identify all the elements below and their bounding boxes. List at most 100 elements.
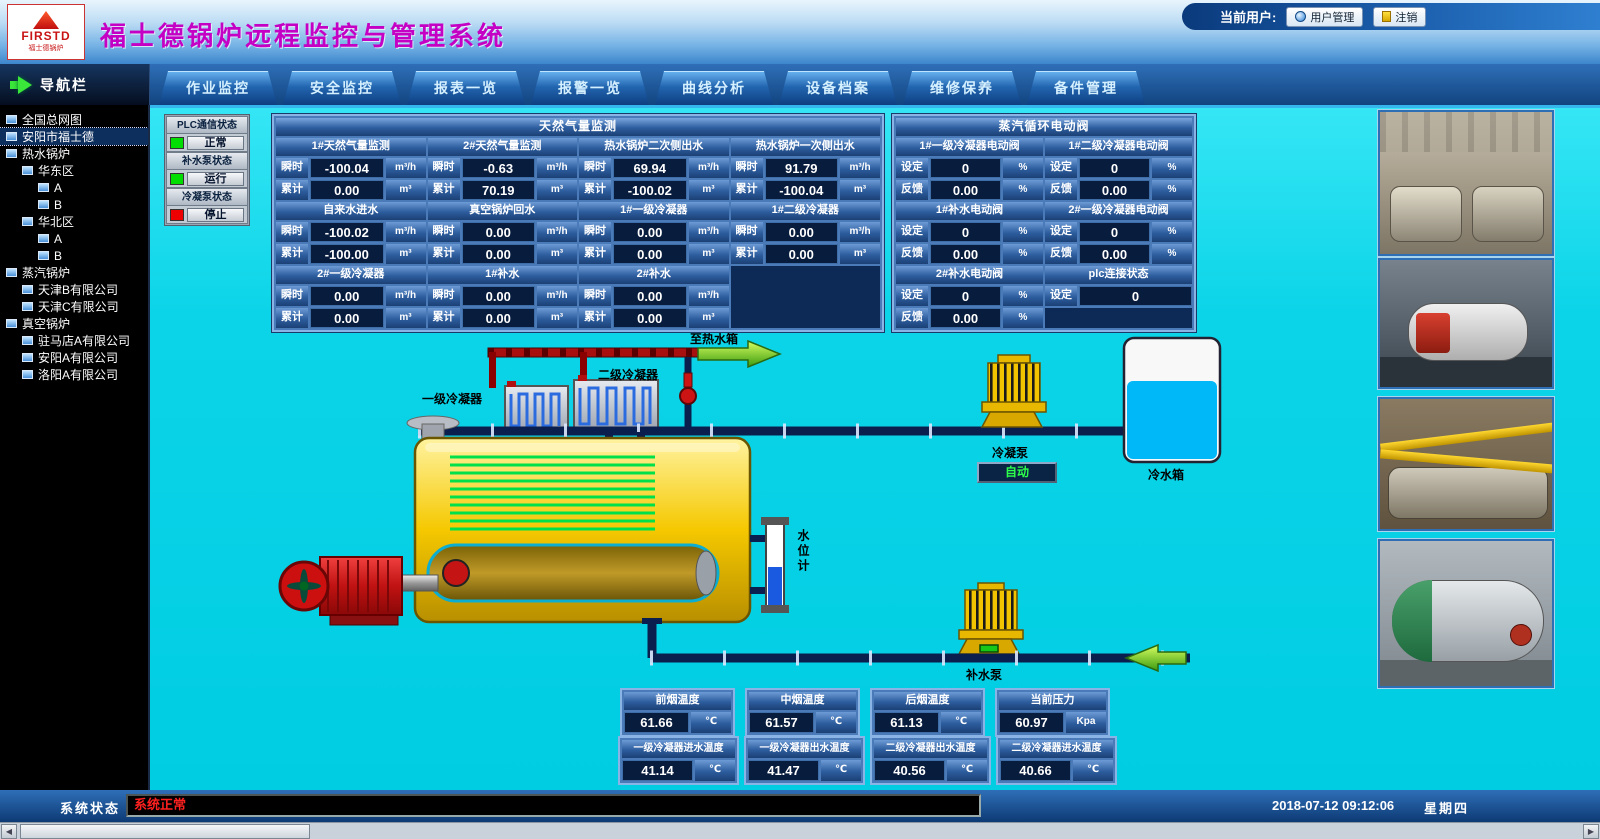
scrollbar-thumb[interactable] — [20, 824, 310, 839]
tree-node-icon — [38, 200, 49, 209]
tree-item-anyang-fushide[interactable]: 安阳市福士德 — [0, 127, 148, 146]
tree-node-icon — [38, 183, 49, 192]
tab-alarm-list[interactable]: 报警一览 — [531, 71, 649, 105]
valve-set-value[interactable]: 0 — [1079, 158, 1150, 178]
tab-equipment-archive[interactable]: 设备档案 — [779, 71, 897, 105]
metric-value: 41.14 — [622, 760, 693, 781]
boiler-vessel — [406, 415, 752, 624]
meter-total-value: 0.00 — [764, 244, 838, 264]
tree-node-icon — [38, 251, 49, 260]
label-cold-water-tank: 冷水箱 — [1148, 468, 1185, 482]
tree-item-north-china[interactable]: 华北区 — [0, 213, 148, 230]
tree-item-luoyang-a[interactable]: 洛阳A有限公司 — [0, 366, 148, 383]
logo-text: FIRSTD — [21, 29, 71, 43]
scroll-left-button[interactable]: ◀ — [1, 824, 17, 839]
meter-instant-value: 0.00 — [764, 222, 838, 242]
metric-value: 40.56 — [874, 760, 945, 781]
logo-caption: 福士德锅炉 — [28, 45, 64, 52]
panel-filler — [1045, 308, 1192, 328]
tree-item-east-china[interactable]: 华东区 — [0, 162, 148, 179]
metric-mid-smoke-temp: 中烟温度 61.57℃ — [745, 688, 860, 737]
plant-diagram — [278, 336, 1222, 673]
tree-item-anyang-a[interactable]: 安阳A有限公司 — [0, 349, 148, 366]
meter-total-value: -100.02 — [613, 180, 687, 200]
makeup-pump-status-row: 运行 — [166, 170, 248, 188]
logout-label: 注销 — [1395, 11, 1418, 24]
tree-item-east-a[interactable]: A — [0, 179, 148, 196]
tab-report-list[interactable]: 报表一览 — [407, 71, 525, 105]
plc-comm-status-label: PLC通信状态 — [166, 116, 248, 134]
meter-instant-value: -0.63 — [461, 158, 535, 178]
valve-set-value[interactable]: 0 — [930, 158, 1001, 178]
condensate-pump-auto-button[interactable]: 自动 — [977, 462, 1057, 483]
tab-operation-monitor[interactable]: 作业监控 — [159, 71, 277, 105]
condenser-1-unit — [504, 381, 569, 435]
metric-condenser2-inlet-temp: 二级冷凝器进水温度 40.66℃ — [996, 736, 1117, 785]
tab-curve-analysis[interactable]: 曲线分析 — [655, 71, 773, 105]
logout-button[interactable]: 注销 — [1373, 6, 1427, 27]
tree-node-icon — [22, 302, 33, 311]
tree-item-zhumadian-a[interactable]: 驻马店A有限公司 — [0, 332, 148, 349]
tabs: 作业监控 安全监控 报表一览 报警一览 曲线分析 设备档案 维修保养 备件管理 — [150, 64, 1600, 105]
tab-spare-parts[interactable]: 备件管理 — [1027, 71, 1145, 105]
sidebar-title: 导航栏 — [40, 76, 88, 93]
meter-total-value: -100.00 — [310, 244, 384, 264]
tree-item-north-a[interactable]: A — [0, 230, 148, 247]
tree-item-tianjin-c[interactable]: 天津C有限公司 — [0, 298, 148, 315]
makeup-pipe — [642, 618, 1190, 666]
user-management-button[interactable]: 用户管理 — [1286, 6, 1364, 27]
meter-total-value: 0.00 — [461, 308, 535, 328]
system-status-label: 系统状态 — [60, 801, 121, 816]
horizontal-scrollbar[interactable]: ◀ ▶ — [0, 822, 1600, 839]
page-title: 福士德锅炉远程监控与管理系统 — [100, 21, 507, 51]
tab-bar: 导航栏 作业监控 安全监控 报表一览 报警一览 曲线分析 设备档案 维修保养 备… — [0, 64, 1600, 105]
nav-arrow-icon — [10, 80, 20, 89]
meter-instant-value: 69.94 — [613, 158, 687, 178]
makeup-pump-status-value[interactable]: 运行 — [187, 171, 244, 186]
condensate-pump-status-value[interactable]: 停止 — [187, 207, 244, 222]
flame-icon — [33, 11, 59, 29]
plc-comm-status-value[interactable]: 正常 — [187, 135, 244, 150]
user-band: 当前用户: 用户管理 注销 — [1182, 3, 1600, 30]
globe-icon — [1295, 11, 1307, 22]
meter-total-value: 0.00 — [461, 244, 535, 264]
tab-safety-monitor[interactable]: 安全监控 — [283, 71, 401, 105]
system-status-message: 系统正常 — [126, 794, 981, 817]
tree-node-icon — [6, 149, 17, 158]
water-level-gauge — [750, 517, 789, 613]
tree-node-icon — [22, 217, 33, 226]
meter-instant-value: 0.00 — [461, 222, 535, 242]
tree-item-east-b[interactable]: B — [0, 196, 148, 213]
tree-item-vacuum-boiler[interactable]: 真空锅炉 — [0, 315, 148, 332]
cold-water-tank-unit — [1122, 336, 1222, 464]
valve-set-value[interactable]: 0 — [930, 286, 1001, 306]
equipment-photo-4 — [1378, 539, 1554, 688]
metric-value: 61.57 — [749, 712, 814, 733]
scroll-right-button[interactable]: ▶ — [1583, 824, 1599, 839]
condensate-pump-status-row: 停止 — [166, 206, 248, 224]
valve-set-value[interactable]: 0 — [930, 222, 1001, 242]
condensate-pump-unit — [980, 354, 1047, 433]
meter-instant-value: -100.02 — [310, 222, 384, 242]
tree-node-icon — [38, 234, 49, 243]
panel-filler — [730, 266, 880, 328]
makeup-pump-status-label: 补水泵状态 — [166, 152, 248, 170]
tree-item-tianjin-b[interactable]: 天津B有限公司 — [0, 281, 148, 298]
status-led-green — [170, 172, 184, 185]
valve-feedback-value: 0.00 — [930, 308, 1001, 328]
valve-set-value[interactable]: 0 — [1079, 222, 1150, 242]
tab-maintenance[interactable]: 维修保养 — [903, 71, 1021, 105]
tree-item-national-map[interactable]: 全国总网图 — [0, 111, 148, 128]
tree-item-hot-water-boiler[interactable]: 热水锅炉 — [0, 145, 148, 162]
valve-feedback-value: 0.00 — [1079, 244, 1150, 264]
tree-item-north-b[interactable]: B — [0, 247, 148, 264]
plc-connection-value: 0 — [1079, 286, 1192, 306]
tree-item-steam-boiler[interactable]: 蒸汽锅炉 — [0, 264, 148, 281]
metric-condenser2-outlet-temp: 二级冷凝器出水温度 40.56℃ — [870, 736, 991, 785]
